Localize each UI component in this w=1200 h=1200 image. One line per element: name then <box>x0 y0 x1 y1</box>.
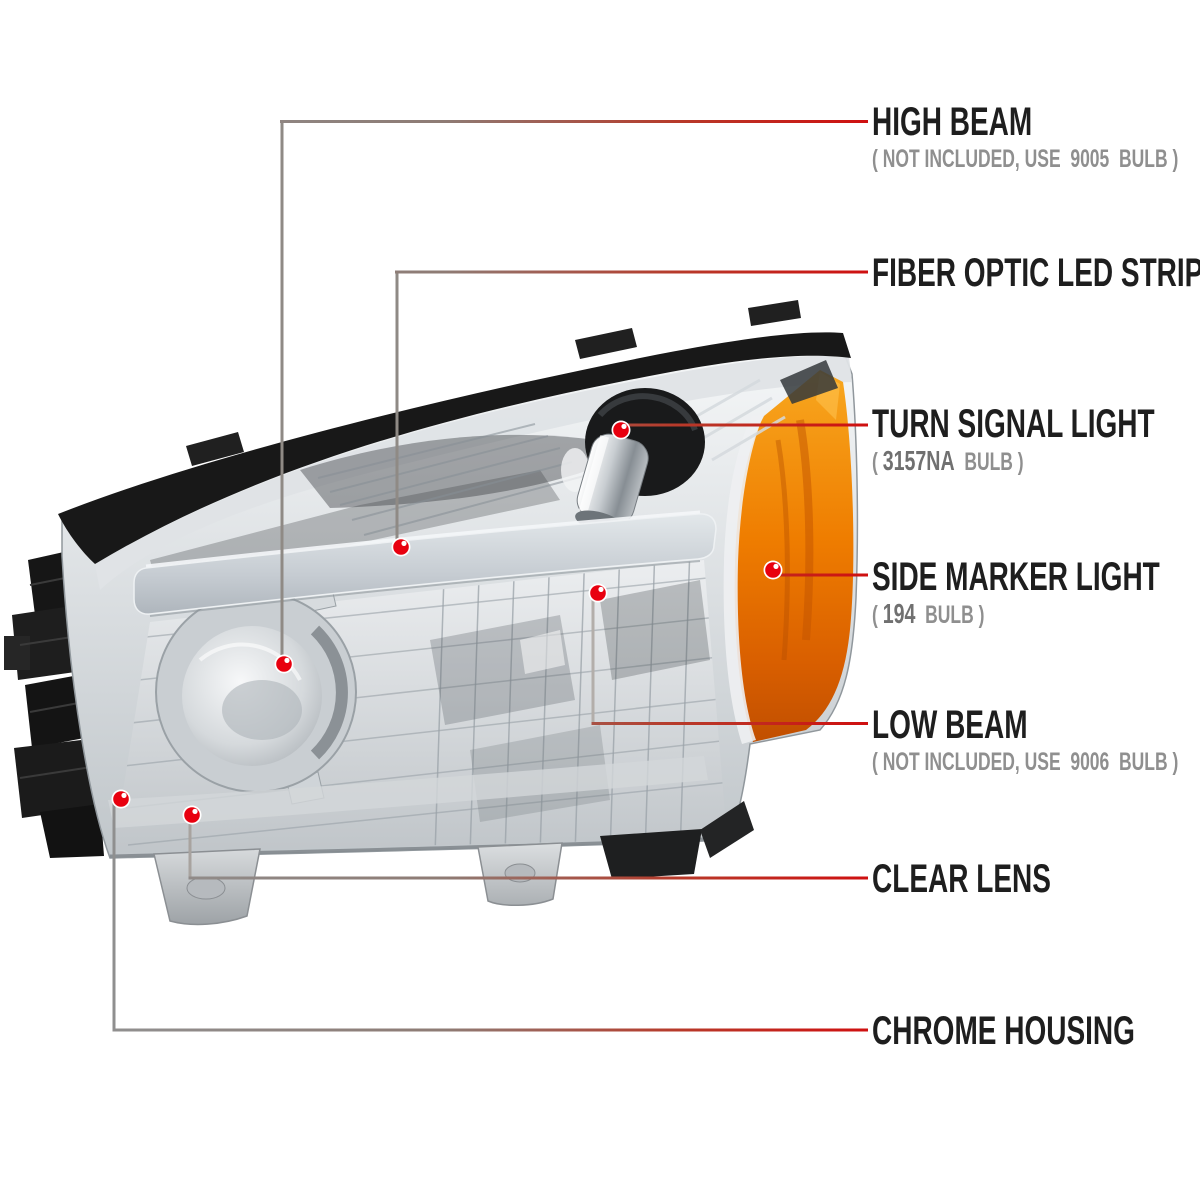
callout-title: TURN SIGNAL LIGHT <box>872 402 1155 446</box>
callout-turn-signal-light: TURN SIGNAL LIGHT ( 3157NA BULB ) <box>872 402 1200 477</box>
callout-chrome-housing: CHROME HOUSING <box>872 1009 1200 1053</box>
headlight-illustration <box>4 300 859 926</box>
dot-fiber-optic-led-strip <box>391 537 411 557</box>
dot-side-marker-light <box>763 560 783 580</box>
trim-clip <box>575 328 637 359</box>
bulb-code: 3157NA <box>882 445 955 476</box>
callout-fiber-optic-led-strip: FIBER OPTIC LED STRIP <box>872 251 1200 295</box>
leader-chrome-housing <box>112 803 868 1032</box>
callout-title: LOW BEAM <box>872 703 1028 747</box>
projector-reflector-bowl <box>155 579 357 805</box>
callout-low-beam: LOW BEAM ( NOT INCLUDED, USE 9006 BULB ) <box>872 703 1200 777</box>
callout-title: CHROME HOUSING <box>872 1009 1135 1053</box>
leader-clear-lens <box>188 819 868 880</box>
leader-fiber-optic-led-strip <box>395 270 868 543</box>
note-close: BULB ) <box>915 601 985 629</box>
dot-high-beam <box>274 654 294 674</box>
note-close: BULB ) <box>954 448 1024 476</box>
dot-turn-signal-light <box>611 420 631 440</box>
trim-clip <box>748 300 801 326</box>
dot-chrome-housing <box>111 789 131 809</box>
leader-high-beam <box>280 120 868 660</box>
dot-clear-lens <box>182 805 202 825</box>
callout-leaders <box>111 120 868 1032</box>
callout-title: HIGH BEAM <box>872 100 1033 144</box>
note-open: ( <box>872 448 883 476</box>
callout-clear-lens: CLEAR LENS <box>872 857 1128 901</box>
upper-chrome-band <box>95 355 852 590</box>
led-strip-bar <box>133 510 717 617</box>
callout-side-marker-light: SIDE MARKER LIGHT ( 194 BULB ) <box>872 555 1200 630</box>
callout-title: FIBER OPTIC LED STRIP <box>872 251 1200 295</box>
top-trim <box>58 300 851 564</box>
callout-note: ( NOT INCLUDED, USE 9006 BULB ) <box>872 748 1179 776</box>
amber-side-marker-lens <box>723 360 854 744</box>
note-open: ( <box>872 601 883 629</box>
leader-low-beam <box>591 597 868 725</box>
trim-clip <box>186 432 244 466</box>
bulb-code: 194 <box>882 598 916 629</box>
callout-note: ( 3157NA BULB ) <box>872 446 1155 477</box>
callout-note: ( 194 BULB ) <box>872 599 1160 630</box>
callout-title: CLEAR LENS <box>872 857 1051 901</box>
bottom-mounting-brackets <box>153 801 754 926</box>
dot-low-beam <box>588 583 608 603</box>
callout-note: ( NOT INCLUDED, USE 9005 BULB ) <box>872 145 1179 173</box>
callout-high-beam: HIGH BEAM ( NOT INCLUDED, USE 9005 BULB … <box>872 100 1200 174</box>
marker-dots <box>111 420 783 825</box>
turn-signal-bulb-area <box>561 388 705 535</box>
callout-title: SIDE MARKER LIGHT <box>872 555 1160 599</box>
